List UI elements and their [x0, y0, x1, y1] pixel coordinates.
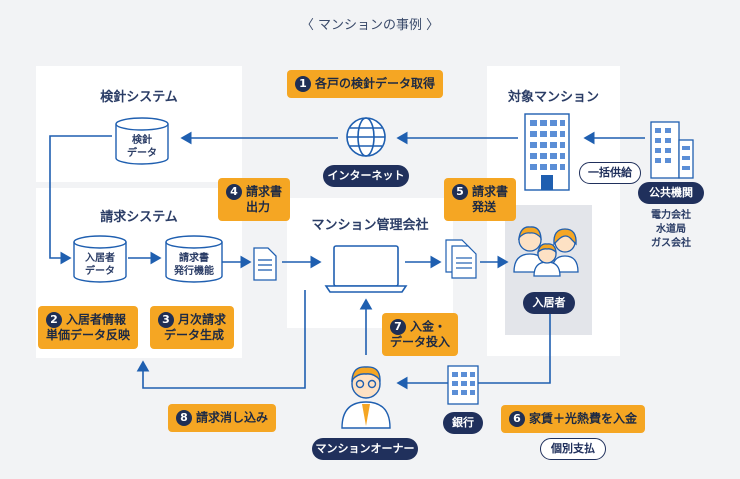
resident-label: 入居者 [523, 292, 575, 314]
step-1-bubble: 1 各戸の検針データ取得 [287, 70, 444, 98]
mansion-building-icon [524, 113, 570, 191]
public-company-1: 水道局 [656, 224, 686, 235]
step-6-bubble: 6 家賃＋光熱費を入金 [501, 405, 646, 433]
step-6-number: 6 [509, 411, 525, 427]
globe-icon [346, 117, 386, 157]
step-5-text-2: 発送 [472, 200, 497, 214]
individual-payment-label: 個別支払 [540, 438, 606, 460]
step-5-number: 5 [452, 184, 468, 200]
kenshin-db-label-1: 検針 [132, 135, 152, 146]
step-4-text-1: 請求書 [246, 184, 283, 199]
resident-db-label-1: 入居者 [85, 253, 115, 264]
step-7-text-2: データ投入 [390, 335, 451, 349]
step-4-bubble: 4 請求書 出力 [218, 178, 291, 221]
step-2-bubble: 2 入居者情報 単価データ反映 [38, 306, 139, 349]
owner-person-icon [341, 366, 391, 429]
step-3-text-1: 月次請求 [178, 312, 227, 327]
step-5-text-1: 請求書 [472, 184, 509, 199]
public-company-2: ガス会社 [651, 238, 691, 249]
step-8-bubble: 8 請求消し込み [168, 404, 277, 432]
resident-db-label-2: データ [85, 266, 115, 277]
step-7-text-1: 入金・ [410, 319, 447, 334]
mail-documents-icon [445, 239, 477, 279]
step-3-text-2: データ生成 [164, 328, 225, 342]
step-2-text-1: 入居者情報 [66, 312, 127, 327]
seikyu-system-title: 請求システム [100, 210, 178, 225]
bulk-supply-label: 一括供給 [579, 162, 641, 184]
public-building-icon [650, 121, 694, 179]
step-8-number: 8 [176, 410, 192, 426]
owner-label: マンションオーナー [312, 438, 418, 460]
taisho-mansion-title: 対象マンション [507, 90, 599, 105]
step-7-bubble: 7 入金・ データ投入 [382, 313, 459, 356]
document-icon [253, 247, 277, 281]
step-1-text: 各戸の検針データ取得 [315, 76, 436, 91]
invoice-database-icon [165, 235, 223, 283]
bank-building-icon [447, 365, 479, 405]
resident-database-icon [73, 235, 127, 283]
public-agency-label: 公共機関 [638, 182, 704, 204]
step-8-text: 請求消し込み [196, 410, 269, 425]
step-3-bubble: 3 月次請求 データ生成 [150, 306, 235, 349]
step-3-number: 3 [158, 312, 174, 328]
kenshin-database-icon [115, 117, 169, 165]
residents-family-icon [513, 226, 579, 277]
invoice-db-label-2: 発行機能 [174, 266, 214, 277]
step-7-number: 7 [390, 319, 406, 335]
step-5-bubble: 5 請求書 発送 [444, 178, 517, 221]
public-company-0: 電力会社 [651, 210, 691, 221]
step-2-number: 2 [46, 312, 62, 328]
step-4-text-2: 出力 [246, 200, 271, 214]
laptop-icon [324, 245, 408, 293]
step-2-text-2: 単価データ反映 [46, 328, 131, 342]
page-title: 〈 マンションの事例 〉 [300, 18, 440, 33]
step-4-number: 4 [226, 184, 242, 200]
kenshin-system-title: 検針システム [100, 90, 178, 105]
invoice-db-label-1: 請求書 [179, 253, 209, 264]
internet-label: インターネット [323, 165, 409, 187]
kenshin-db-label-2: データ [127, 148, 157, 159]
step-6-text: 家賃＋光熱費を入金 [529, 411, 638, 426]
bank-label: 銀行 [443, 412, 483, 434]
kanri-company-title: マンション管理会社 [311, 218, 429, 233]
step-1-number: 1 [295, 76, 311, 92]
